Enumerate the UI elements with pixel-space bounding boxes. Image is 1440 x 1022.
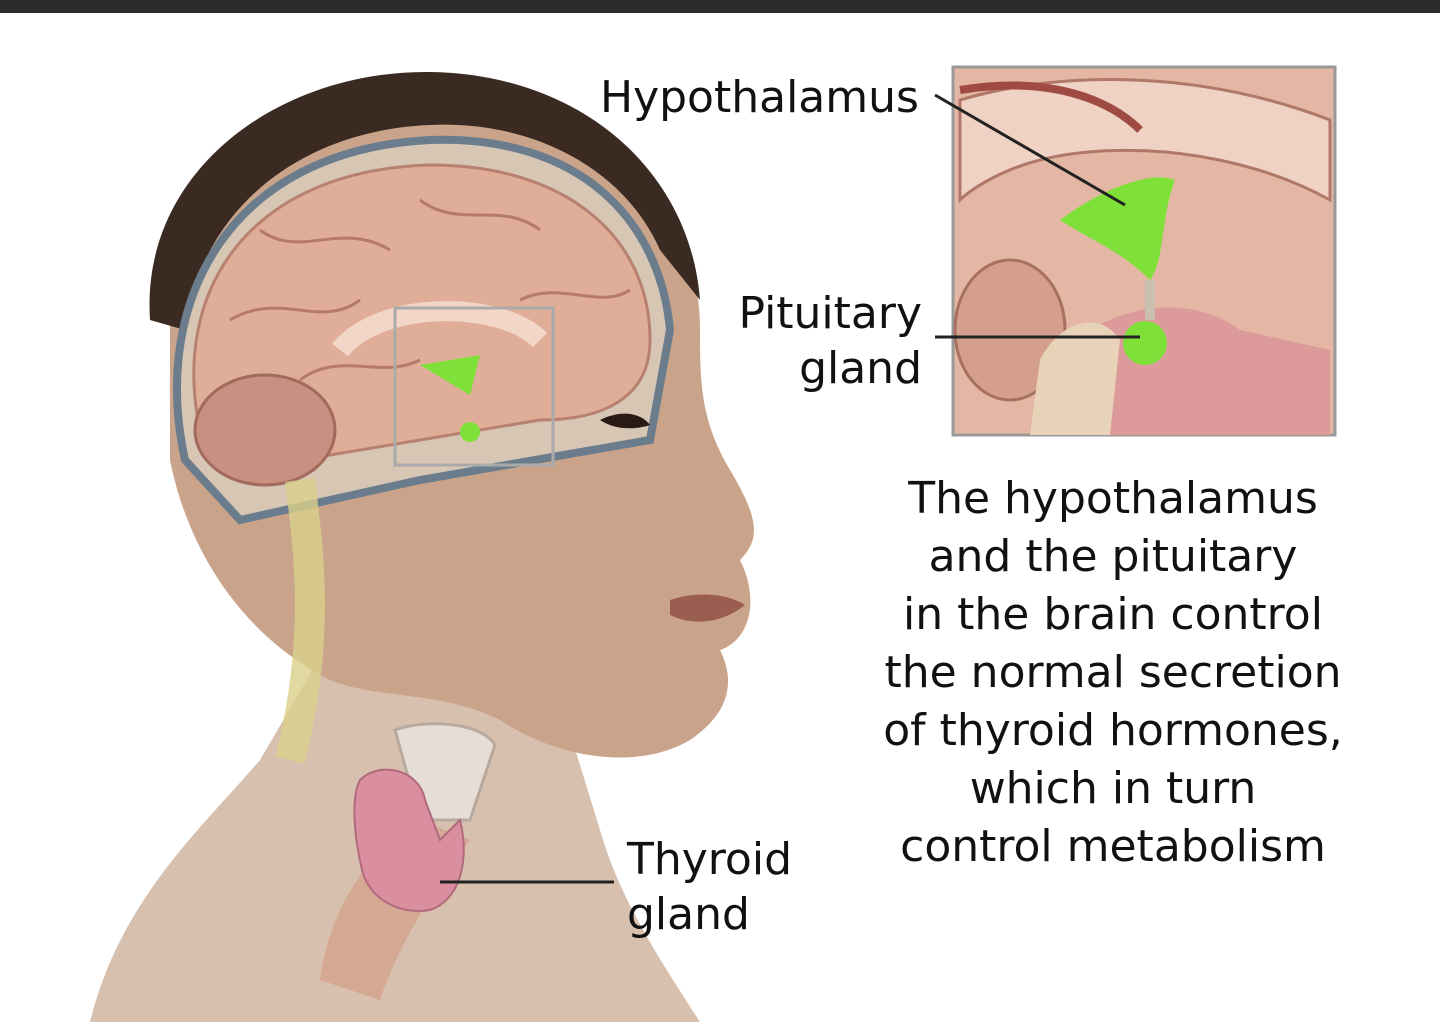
caption-line: in the brain control xyxy=(903,589,1323,640)
pituitary-inset-highlight xyxy=(1123,321,1167,365)
thyroid-gland xyxy=(353,768,465,912)
cerebellum xyxy=(193,373,337,487)
pituitary-label-line2: gland xyxy=(799,343,922,394)
hypothalamus-inset-highlight xyxy=(1060,177,1175,280)
caption-line: The hypothalamus xyxy=(908,473,1318,524)
hypothalamus-label: Hypothalamus xyxy=(600,72,919,123)
eye xyxy=(600,413,650,429)
zoom-box xyxy=(393,306,555,467)
caption-line: which in turn xyxy=(969,763,1257,814)
caption-line: control metabolism xyxy=(900,821,1326,872)
pituitary-label-line1: Pituitary xyxy=(738,288,923,339)
thyroid-label-line2: gland xyxy=(627,889,750,940)
thyroid-label-line1: Thyroid xyxy=(627,834,792,885)
lips xyxy=(670,594,745,622)
top-bar xyxy=(0,0,1440,13)
hypothalamus-leader xyxy=(934,93,1126,207)
hair xyxy=(149,71,700,330)
caption: The hypothalamus and the pituitary in th… xyxy=(860,470,1366,876)
hypothalamus-highlight xyxy=(420,355,480,395)
caption-line: and the pituitary xyxy=(928,531,1298,582)
caption-line: of thyroid hormones, xyxy=(883,705,1343,756)
pituitary-highlight xyxy=(460,422,480,442)
caption-line: the normal secretion xyxy=(884,647,1342,698)
inset-panel xyxy=(951,65,1337,437)
spinal-cord xyxy=(275,478,325,764)
